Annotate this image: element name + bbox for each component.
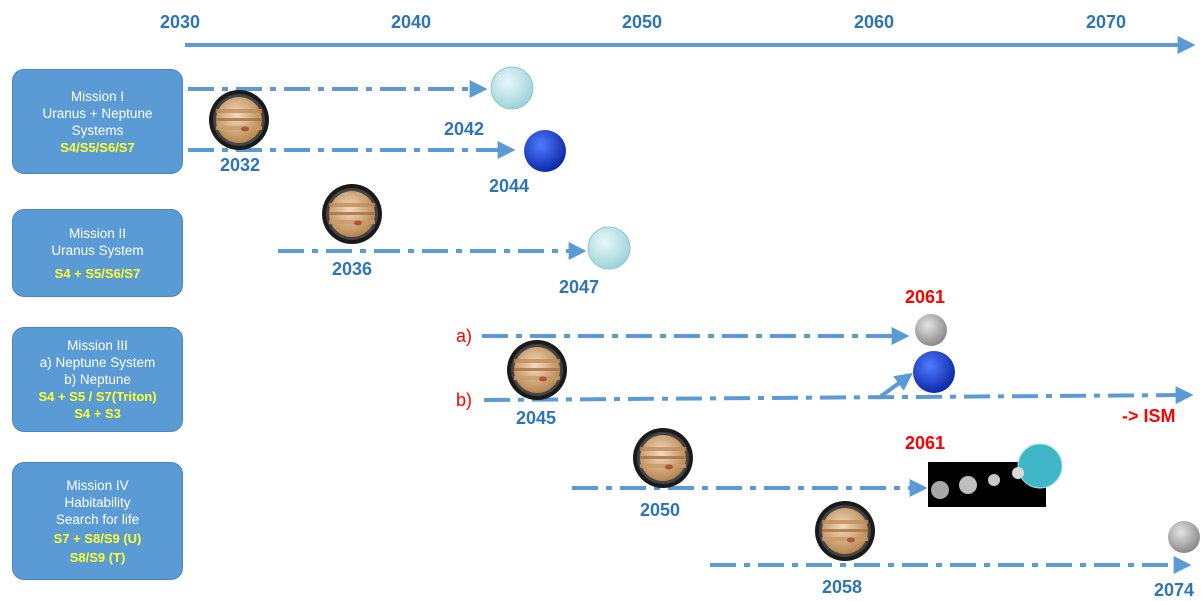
axis-tick-2070: 2070 bbox=[1086, 12, 1127, 32]
m3-arrival-year: 2061 bbox=[905, 287, 946, 307]
mission-2-title-line-2: Uranus System bbox=[51, 242, 144, 258]
mission-4-title-line-1: Mission IV bbox=[66, 477, 129, 493]
triton-icon bbox=[915, 314, 947, 346]
m1-uranus-year: 2042 bbox=[444, 119, 485, 139]
m1-neptune-year: 2044 bbox=[489, 176, 530, 196]
axis-tick-2050: 2050 bbox=[622, 12, 663, 32]
mission-3-title-line-1: Mission III bbox=[67, 338, 128, 353]
m2-launch-year: 2036 bbox=[332, 259, 373, 279]
mission-4-title-line-3: Search for life bbox=[55, 511, 140, 527]
mission-3-payload-2: S4 + S3 bbox=[74, 406, 121, 421]
uranus-icon bbox=[587, 226, 631, 270]
m3b-ism-arrow bbox=[483, 386, 1194, 405]
uranus-icon bbox=[490, 66, 534, 110]
m4-arrival-year-b: 2074 bbox=[1154, 580, 1195, 600]
mission-4-payload-1: S7 + S8/S9 (U) bbox=[53, 530, 142, 546]
mission-2-title-line-1: Mission II bbox=[68, 225, 126, 241]
mission-4-box: Mission IV Habitability Search for life … bbox=[12, 462, 183, 580]
jupiter-flyby-icon bbox=[633, 428, 693, 488]
ism-label: -> ISM bbox=[1122, 406, 1176, 426]
branch-b-label: b) bbox=[456, 390, 473, 410]
axis-tick-2040: 2040 bbox=[391, 12, 432, 32]
axis-tick-2060: 2060 bbox=[854, 12, 895, 32]
m3b-neptune-branch-arrow bbox=[878, 372, 913, 399]
neptune-icon bbox=[913, 351, 955, 393]
jupiter-flyby-icon bbox=[322, 184, 382, 244]
jupiter-flyby-icon bbox=[209, 90, 269, 150]
m1-launch-year: 2032 bbox=[220, 155, 261, 175]
m4-launch-year-a: 2050 bbox=[640, 500, 681, 520]
mission-1-box: Mission I Uranus + Neptune Systems S4/S5… bbox=[12, 69, 183, 174]
mission-1-title-line-1: Mission I bbox=[70, 88, 125, 104]
branch-a-label: a) bbox=[456, 326, 473, 346]
axis-tick-2030: 2030 bbox=[160, 12, 201, 32]
mission-1-title-line-3: Systems bbox=[71, 122, 124, 138]
m2-uranus-year: 2047 bbox=[559, 277, 600, 297]
uranian-moons-icon bbox=[928, 443, 1063, 507]
mission-2-payload: S4 + S5/S6/S7 bbox=[54, 265, 141, 281]
m3-launch-year: 2045 bbox=[516, 408, 557, 428]
mission-2-box: Mission II Uranus System S4 + S5/S6/S7 bbox=[12, 209, 183, 297]
mission-1-title-line-2: Uranus + Neptune bbox=[42, 105, 153, 121]
mission-3-payload-1: S4 + S5 / S7(Triton) bbox=[38, 389, 157, 404]
mission-3-title-line-3: b) Neptune bbox=[64, 372, 131, 387]
mission-4-title-line-2: Habitability bbox=[64, 494, 131, 510]
m4-arrival-year: 2061 bbox=[905, 433, 946, 453]
neptune-icon bbox=[524, 130, 566, 172]
jupiter-flyby-icon bbox=[815, 501, 875, 561]
mission-1-payload: S4/S5/S6/S7 bbox=[60, 139, 135, 155]
mission-4-payload-2: S8/S9 (T) bbox=[69, 549, 126, 565]
mission-3-title-line-2: a) Neptune System bbox=[39, 355, 156, 370]
triton-icon bbox=[1168, 521, 1200, 553]
mission-3-box: Mission III a) Neptune System b) Neptune… bbox=[12, 327, 183, 432]
jupiter-flyby-icon bbox=[507, 340, 567, 400]
m4-launch-year-b: 2058 bbox=[822, 577, 863, 597]
